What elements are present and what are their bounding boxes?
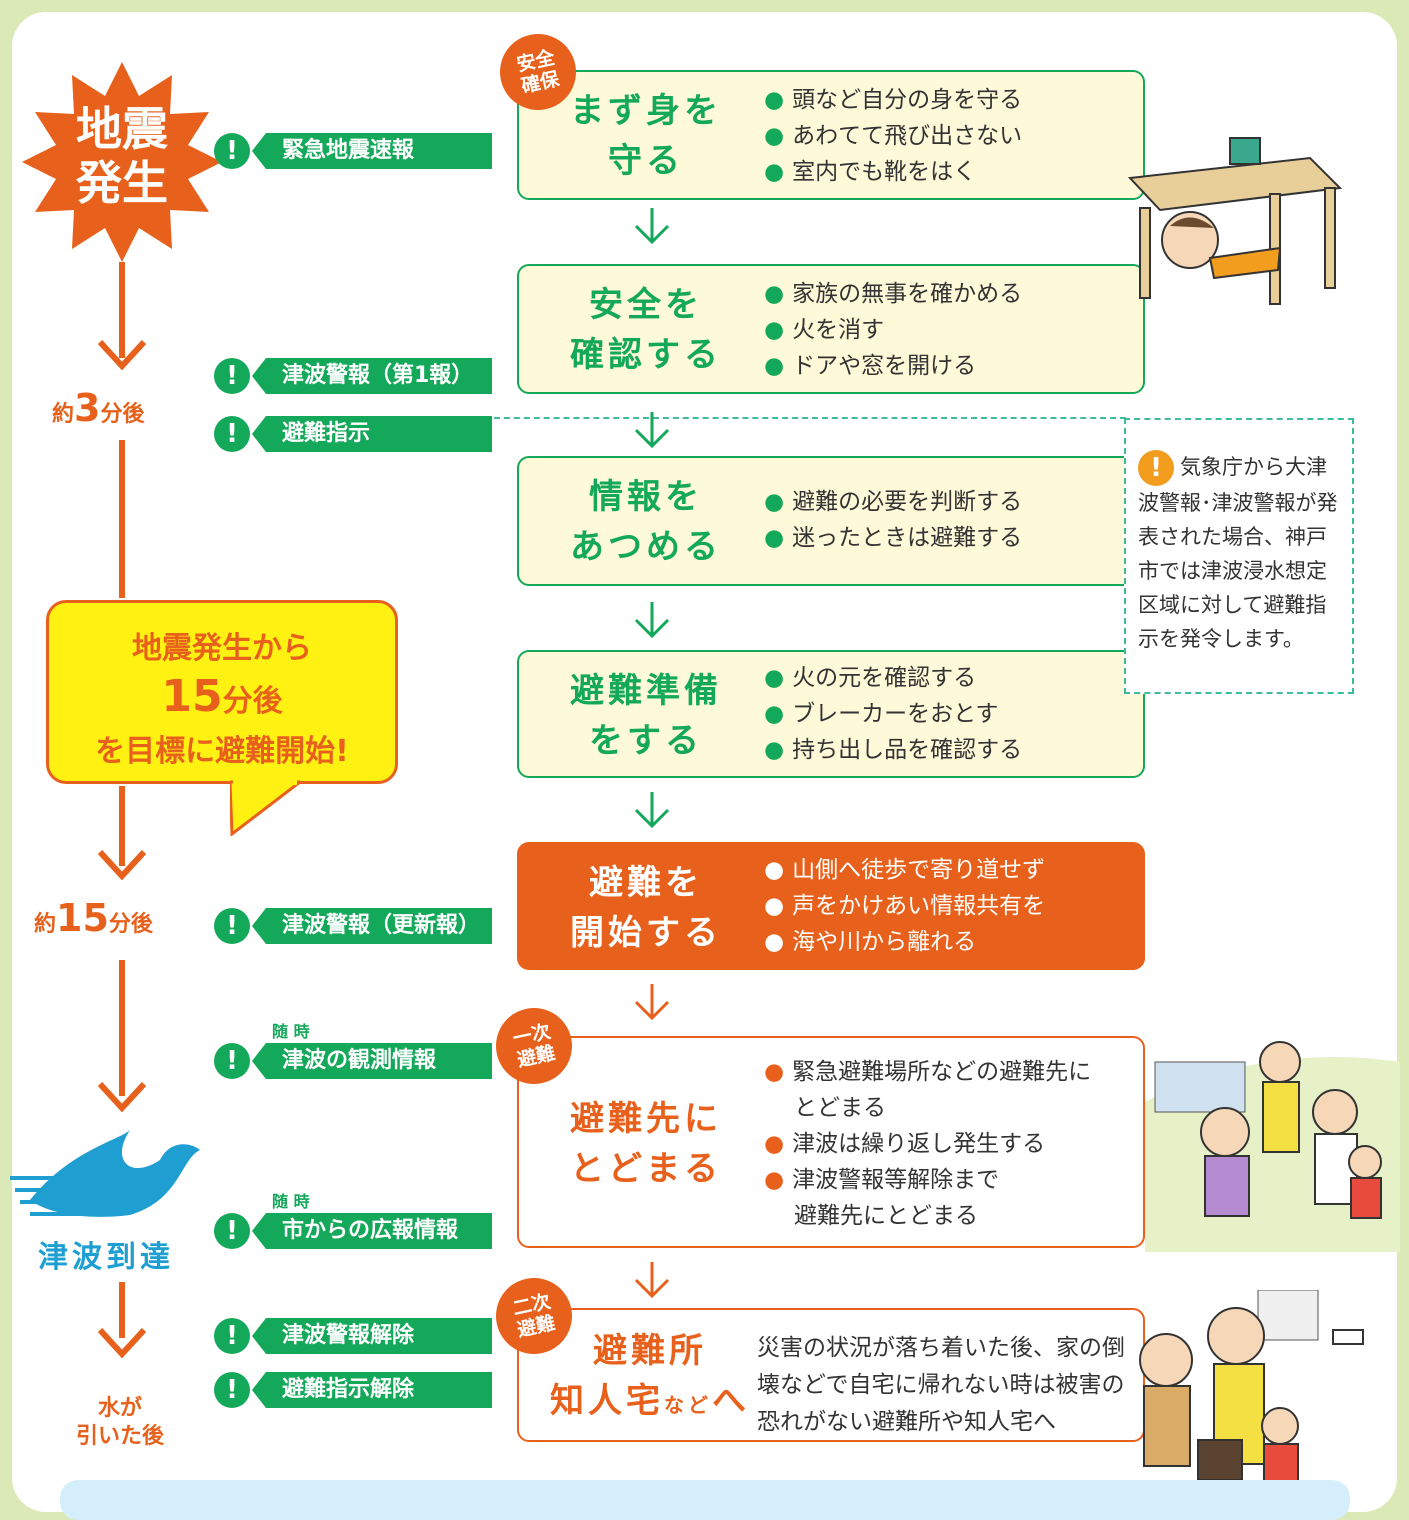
timeline-arrow-icon	[98, 1082, 146, 1112]
flow-arrow-icon	[634, 984, 670, 1021]
water-receded-label: 水が引いた後	[75, 1396, 164, 1449]
exclamation-icon: !	[214, 908, 250, 944]
exclamation-icon: !	[214, 1043, 250, 1079]
exclamation-icon: !	[214, 1318, 250, 1354]
step-description: 災害の状況が落ち着いた後、家の倒壊などで自宅に帰れない時は被害の恐れがない避難所…	[757, 1335, 1125, 1435]
timeline-arrow-icon	[98, 850, 146, 880]
flow-arrow-icon	[634, 602, 670, 639]
alert-tsunami-update: 津波警報（更新報）	[252, 908, 492, 944]
alert-note: 随 時	[272, 1022, 310, 1041]
step-items: 頭など自分の身を守るあわてて飛び出さない室内でも靴をはく	[764, 82, 1022, 190]
timeline-arrow-icon	[98, 340, 146, 370]
person-under-table-illustration	[1127, 137, 1343, 305]
earthquake-burst-icon	[22, 62, 222, 262]
earthquake-label: 地震発生	[76, 102, 168, 210]
alert-tsunami-first: 津波警報（第1報）	[252, 358, 492, 394]
info-note: !気象庁から大津波警報･津波警報が発表された場合、神戸市では津波浸水想定区域に対…	[1124, 418, 1354, 694]
flow-arrow-icon	[634, 208, 670, 245]
tsunami-arrival-label: 津波到達	[38, 1240, 174, 1275]
bubble-tail	[230, 780, 300, 836]
exclamation-icon: !	[1138, 450, 1174, 486]
exclamation-icon: !	[214, 133, 250, 169]
time-15min: 約15分後	[34, 896, 153, 940]
step-items: 山側へ徒歩で寄り道せず声をかけあい情報共有を海や川から離れる	[764, 852, 1045, 960]
evacuation-goal-bubble: 地震発生から 15分後 を目標に避難開始!	[46, 600, 398, 784]
alert-eew: 緊急地震速報	[252, 133, 492, 169]
step-items: 緊急避難場所などの避難先にとどまる津波は繰り返し発生する津波警報等解除まで避難先…	[764, 1054, 1091, 1234]
step-stay-at-shelter: 避難先にとどまる 緊急避難場所などの避難先にとどまる津波は繰り返し発生する津波警…	[517, 1036, 1145, 1248]
footer-banner	[60, 1480, 1350, 1520]
timeline-line	[119, 786, 125, 866]
tsunami-wave-icon	[10, 1130, 200, 1217]
step-items: 避難の必要を判断する迷ったときは避難する	[764, 484, 1022, 556]
flow-arrow-icon	[634, 412, 670, 449]
exclamation-icon: !	[214, 358, 250, 394]
timeline-line	[119, 1282, 125, 1338]
alert-evacuation-order: 避難指示	[252, 416, 492, 452]
step-items: 火の元を確認するブレーカーをおとす持ち出し品を確認する	[764, 660, 1022, 768]
exclamation-icon: !	[214, 1213, 250, 1249]
alert-city-info: 市からの広報情報	[252, 1213, 492, 1249]
timeline-line	[119, 440, 125, 598]
flow-arrow-icon	[634, 1262, 670, 1299]
alert-note: 随 時	[272, 1192, 310, 1211]
connector-dashed-line	[494, 417, 1126, 419]
exclamation-icon: !	[214, 416, 250, 452]
exclamation-icon: !	[214, 1372, 250, 1408]
time-3min: 約3分後	[52, 386, 145, 430]
flow-arrow-icon	[634, 792, 670, 829]
alert-tsunami-cleared: 津波警報解除	[252, 1318, 492, 1354]
alert-tsunami-observation: 津波の観測情報	[252, 1043, 492, 1079]
alert-evacuation-cleared: 避難指示解除	[252, 1372, 492, 1408]
family-evacuating-illustration	[1139, 1290, 1364, 1491]
timeline-line	[119, 960, 125, 1096]
timeline-arrow-icon	[98, 1328, 146, 1358]
timeline-line	[119, 262, 125, 358]
step-items: 家族の無事を確かめる火を消すドアや窓を開ける	[764, 276, 1022, 384]
evacuees-hill-illustration	[1145, 1041, 1400, 1252]
step-go-to-shelter: 避難所知人宅などへ 災害の状況が落ち着いた後、家の倒壊などで自宅に帰れない時は被…	[517, 1308, 1145, 1442]
